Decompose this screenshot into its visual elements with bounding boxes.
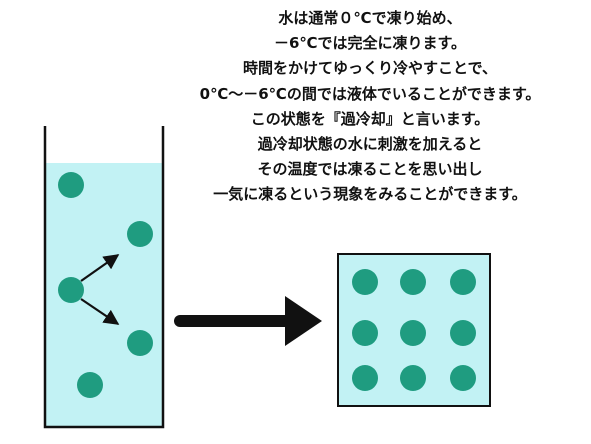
molecule — [127, 330, 153, 356]
liquid-molecules — [58, 172, 153, 398]
explanation-line: 一気に凍るという現象をみることができます。 — [213, 185, 527, 204]
explanation-line: 時間をかけてゆっくり冷やすことで、 — [243, 59, 497, 78]
explanation-line: －6℃では完全に凍ります。 — [273, 34, 467, 53]
crystal-molecule — [352, 365, 378, 391]
molecule — [58, 277, 84, 303]
glass-container — [43, 126, 165, 429]
explanation-line: 0℃～－6℃の間では液体でいることができます。 — [199, 84, 541, 103]
motion-arrow-up — [80, 254, 120, 282]
explanation-line: 過冷却状態の水に刺激を加えると — [257, 135, 483, 154]
explanation-line: 水は通常０℃で凍り始め、 — [278, 9, 462, 27]
ice-crystal-box — [337, 253, 491, 407]
molecule — [127, 221, 153, 247]
crystal-molecule — [352, 320, 378, 346]
thick-right-arrow-icon — [174, 296, 322, 346]
crystal-molecule — [352, 269, 378, 295]
transition-arrow-head — [285, 296, 322, 346]
molecule — [77, 372, 103, 398]
glass-outline — [43, 126, 165, 429]
crystal-molecule — [450, 320, 476, 346]
molecule — [58, 172, 84, 198]
thin-arrow-icon — [80, 254, 120, 325]
motion-arrow-down — [80, 298, 120, 325]
crystal-molecule — [400, 320, 426, 346]
explanation-text: 水は通常０℃で凍り始め、 －6℃では完全に凍ります。 時間をかけてゆっくり冷やす… — [150, 6, 590, 208]
explanation-line: この状態を『過冷却』と言います。 — [250, 109, 490, 128]
crystal-molecule — [450, 365, 476, 391]
crystal-molecule — [450, 269, 476, 295]
crystal-molecule — [400, 269, 426, 295]
crystal-molecule — [400, 365, 426, 391]
explanation-line: その温度では凍ることを思い出し — [257, 160, 483, 179]
